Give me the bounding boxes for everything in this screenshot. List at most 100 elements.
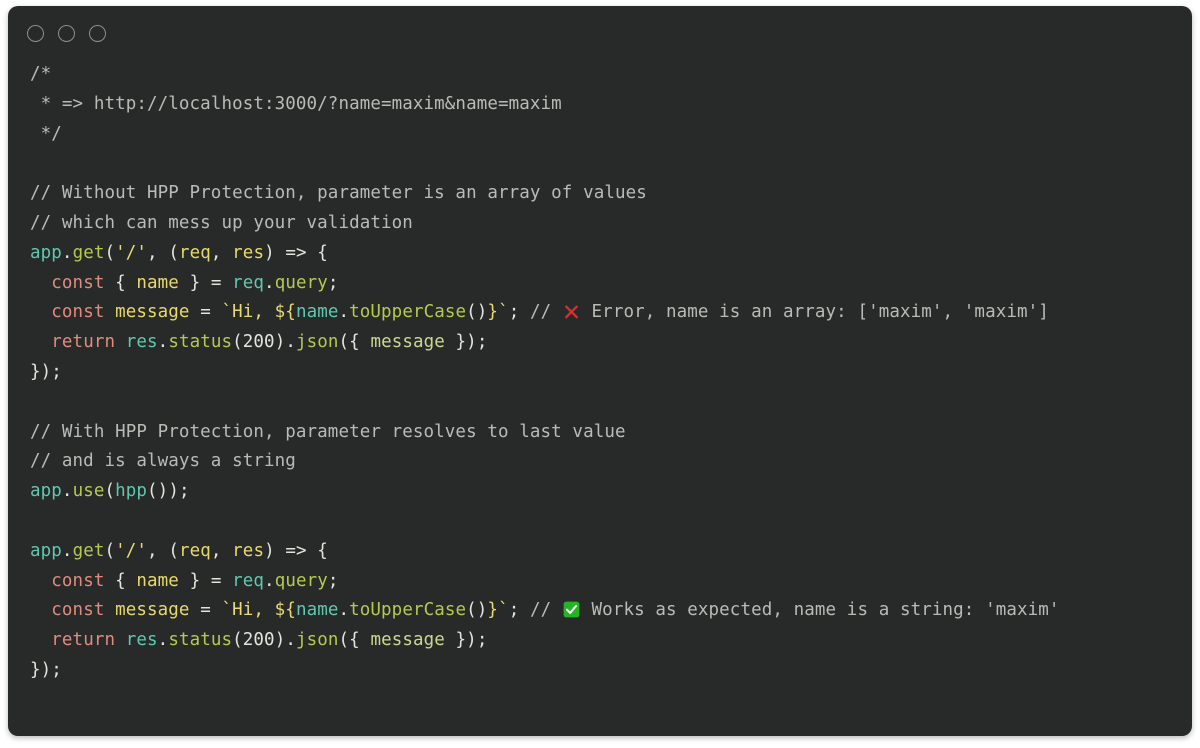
- code-token: .: [157, 630, 169, 651]
- code-token: res: [232, 242, 265, 263]
- code-line: const message = `Hi, ${name.toUpperCase(…: [30, 596, 1192, 626]
- code-token: '/': [115, 242, 148, 263]
- code-token: } =: [178, 272, 233, 293]
- code-token: 200: [242, 332, 275, 353]
- code-token: =: [189, 302, 222, 323]
- code-token: , (: [147, 540, 179, 561]
- code-token: req: [232, 272, 265, 293]
- code-token: .: [157, 332, 169, 353]
- code-token: Error, name is an array: ['maxim', 'maxi…: [580, 302, 1049, 323]
- code-token: (: [232, 630, 243, 651]
- code-token: app: [30, 540, 62, 561]
- code-line: return res.status(200).json({ message })…: [30, 328, 1192, 358]
- code-token: ({: [338, 332, 371, 353]
- code-line: const { name } = req.query;: [30, 269, 1192, 299]
- code-token: (): [466, 302, 488, 323]
- code-token: toUpperCase: [349, 302, 467, 323]
- code-line: // and is always a string: [30, 447, 1192, 477]
- code-token: [115, 630, 126, 650]
- code-token: name: [136, 570, 179, 591]
- code-token: 200: [242, 630, 275, 651]
- code-line: // which can mess up your validation: [30, 209, 1192, 239]
- code-block[interactable]: /* * => http://localhost:3000/?name=maxi…: [8, 60, 1192, 686]
- code-token: .: [61, 242, 73, 263]
- code-token: [30, 273, 51, 293]
- code-line: });: [30, 656, 1192, 686]
- code-token: json: [295, 332, 339, 353]
- code-token: // Without HPP Protection, parameter is …: [30, 183, 647, 204]
- code-token: const: [51, 570, 105, 591]
- close-button-icon[interactable]: [27, 24, 44, 42]
- code-token: {: [104, 570, 137, 591]
- code-token: [30, 630, 51, 650]
- code-token: (: [104, 481, 116, 502]
- code-line: });: [30, 358, 1192, 388]
- code-token: // and is always a string: [30, 451, 296, 472]
- code-token: , (: [147, 242, 179, 263]
- code-token: });: [30, 659, 62, 680]
- code-token: res: [125, 630, 158, 651]
- code-token: res: [125, 332, 158, 353]
- code-token: [115, 332, 126, 352]
- code-token: }: [487, 600, 499, 621]
- code-token: }: [487, 302, 499, 323]
- code-token: .: [338, 302, 350, 323]
- code-token: //: [529, 302, 562, 323]
- code-token: const: [51, 302, 105, 323]
- code-token: const: [51, 272, 105, 293]
- code-token: (: [232, 332, 243, 353]
- code-token: /*: [30, 64, 52, 84]
- code-token: .: [264, 272, 275, 293]
- code-token: });: [30, 361, 62, 382]
- code-token: ${: [274, 600, 296, 621]
- code-token: .: [264, 570, 275, 591]
- code-token: [30, 302, 51, 322]
- code-token: (: [104, 242, 116, 263]
- code-token: .: [338, 600, 350, 621]
- code-line: */: [30, 120, 1192, 150]
- code-token: message: [115, 600, 190, 621]
- code-token: `Hi,: [221, 302, 275, 323]
- code-token: ,: [210, 242, 233, 263]
- code-line: * => http://localhost:3000/?name=maxim&n…: [30, 90, 1192, 120]
- code-token: */: [30, 123, 62, 144]
- code-token: .: [61, 481, 73, 502]
- code-token: return: [51, 332, 116, 353]
- code-line: const { name } = req.query;: [30, 567, 1192, 597]
- code-token: '/': [115, 540, 148, 561]
- code-token: ;: [327, 272, 339, 293]
- code-token: `: [498, 302, 509, 323]
- code-token: ${: [274, 302, 296, 323]
- code-line: [30, 388, 1192, 418]
- code-line: app.get('/', (req, res) => {: [30, 239, 1192, 269]
- code-token: ;: [327, 570, 339, 591]
- code-token: req: [178, 540, 211, 561]
- code-window: /* * => http://localhost:3000/?name=maxi…: [8, 6, 1192, 736]
- code-token: status: [168, 630, 233, 651]
- code-token: .: [61, 540, 73, 561]
- code-token: message: [115, 302, 190, 323]
- code-token: name: [295, 600, 339, 621]
- code-token: toUpperCase: [349, 600, 467, 621]
- code-token: const: [51, 600, 105, 621]
- window-titlebar: [8, 6, 1192, 60]
- code-line: [30, 507, 1192, 537]
- code-token: ).: [274, 332, 296, 353]
- code-token: req: [232, 570, 265, 591]
- minimize-button-icon[interactable]: [58, 24, 75, 42]
- code-token: name: [295, 302, 339, 323]
- code-token: [30, 332, 51, 352]
- error-cross-icon: [563, 303, 580, 320]
- code-token: json: [295, 630, 339, 651]
- code-token: });: [444, 332, 488, 353]
- code-token: res: [232, 540, 265, 561]
- code-token: {: [104, 272, 137, 293]
- maximize-button-icon[interactable]: [89, 24, 106, 42]
- code-token: ());: [147, 481, 190, 502]
- code-token: // which can mess up your validation: [30, 212, 413, 233]
- code-token: status: [168, 332, 233, 353]
- code-line: [30, 149, 1192, 179]
- code-token: query: [274, 272, 328, 293]
- code-token: name: [136, 272, 179, 293]
- code-token: `Hi,: [221, 600, 275, 621]
